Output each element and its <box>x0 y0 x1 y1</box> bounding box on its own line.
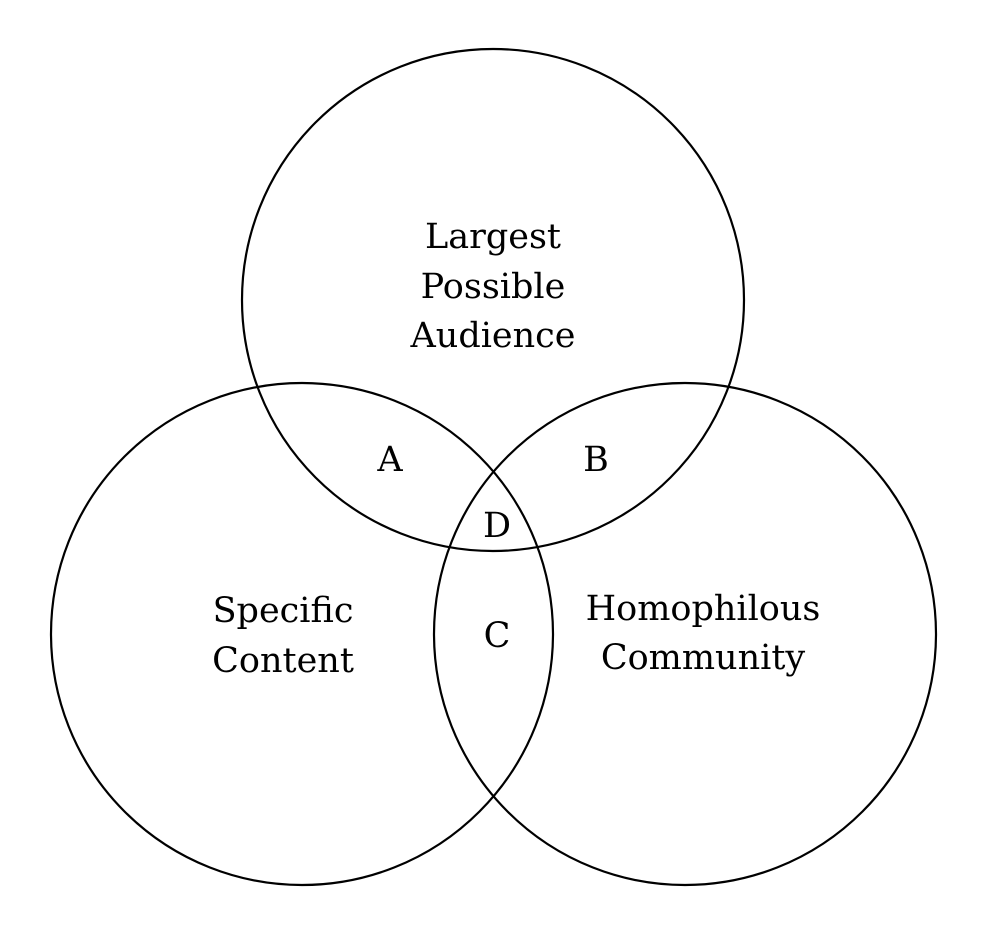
set-label-right-line-2: Community <box>601 638 806 678</box>
circle-homophilous-community <box>432 381 938 887</box>
set-label-top-line-3: Audience <box>410 316 576 356</box>
region-label-c: C <box>484 616 511 656</box>
circle-specific-content <box>49 381 555 887</box>
region-label-d: D <box>483 506 511 546</box>
region-label-a: A <box>376 440 403 480</box>
region-label-b: B <box>583 440 609 480</box>
set-label-left-line-1: Specific <box>213 591 354 631</box>
set-label-top-line-1: Largest <box>425 217 561 257</box>
set-label-right-line-1: Homophilous <box>586 589 821 629</box>
circle-largest-possible-audience <box>240 47 746 553</box>
set-label-top-line-2: Possible <box>421 267 566 307</box>
set-label-left-line-2: Content <box>212 641 354 681</box>
